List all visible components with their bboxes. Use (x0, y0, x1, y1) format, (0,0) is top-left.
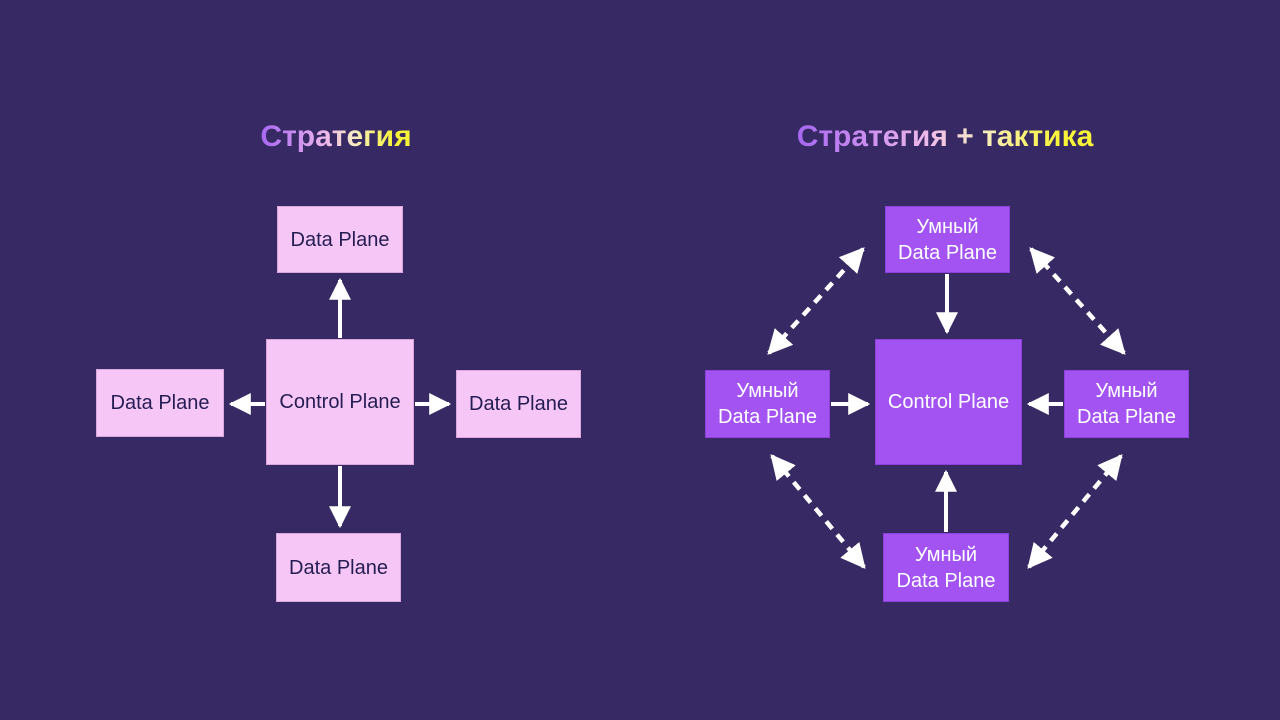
data-plane-label: Data Plane (289, 556, 388, 579)
dashed-arrow-bottom-right (1027, 454, 1123, 569)
smart-data-plane-label: Умный Data Plane (718, 380, 817, 428)
smart-data-plane-label: Умный Data Plane (898, 215, 997, 264)
dashed-arrow-top-right (1029, 247, 1126, 355)
data-plane-node-left: Data Plane (96, 369, 224, 437)
dashed-arrow-left-bottom (770, 454, 866, 569)
control-plane-label: Control Plane (279, 391, 401, 413)
data-plane-node-right: Data Plane (456, 370, 581, 438)
control-plane-label: Control Plane (887, 391, 1010, 413)
data-plane-label: Data Plane (469, 393, 568, 415)
smart-data-plane-node-left: Умный Data Plane (705, 370, 830, 438)
smart-data-plane-node-bottom: Умный Data Plane (883, 533, 1009, 602)
left-diagram-title: Стратегия (260, 120, 412, 153)
control-plane-node-left-diagram: Control Plane (266, 339, 414, 465)
smart-data-plane-label: Умный Data Plane (1077, 380, 1176, 428)
dashed-arrow-left-top (767, 247, 865, 355)
right-diagram-title: Стратегия + тактика (796, 120, 1094, 153)
control-plane-node-right-diagram: Control Plane (875, 339, 1022, 465)
data-plane-node-bottom: Data Plane (276, 533, 401, 602)
data-plane-label: Data Plane (110, 392, 210, 414)
smart-data-plane-node-right: Умный Data Plane (1064, 370, 1189, 438)
data-plane-label: Data Plane (290, 228, 390, 251)
smart-data-plane-label: Умный Data Plane (896, 543, 996, 592)
smart-data-plane-node-top: Умный Data Plane (885, 206, 1010, 273)
data-plane-node-top: Data Plane (277, 206, 403, 273)
